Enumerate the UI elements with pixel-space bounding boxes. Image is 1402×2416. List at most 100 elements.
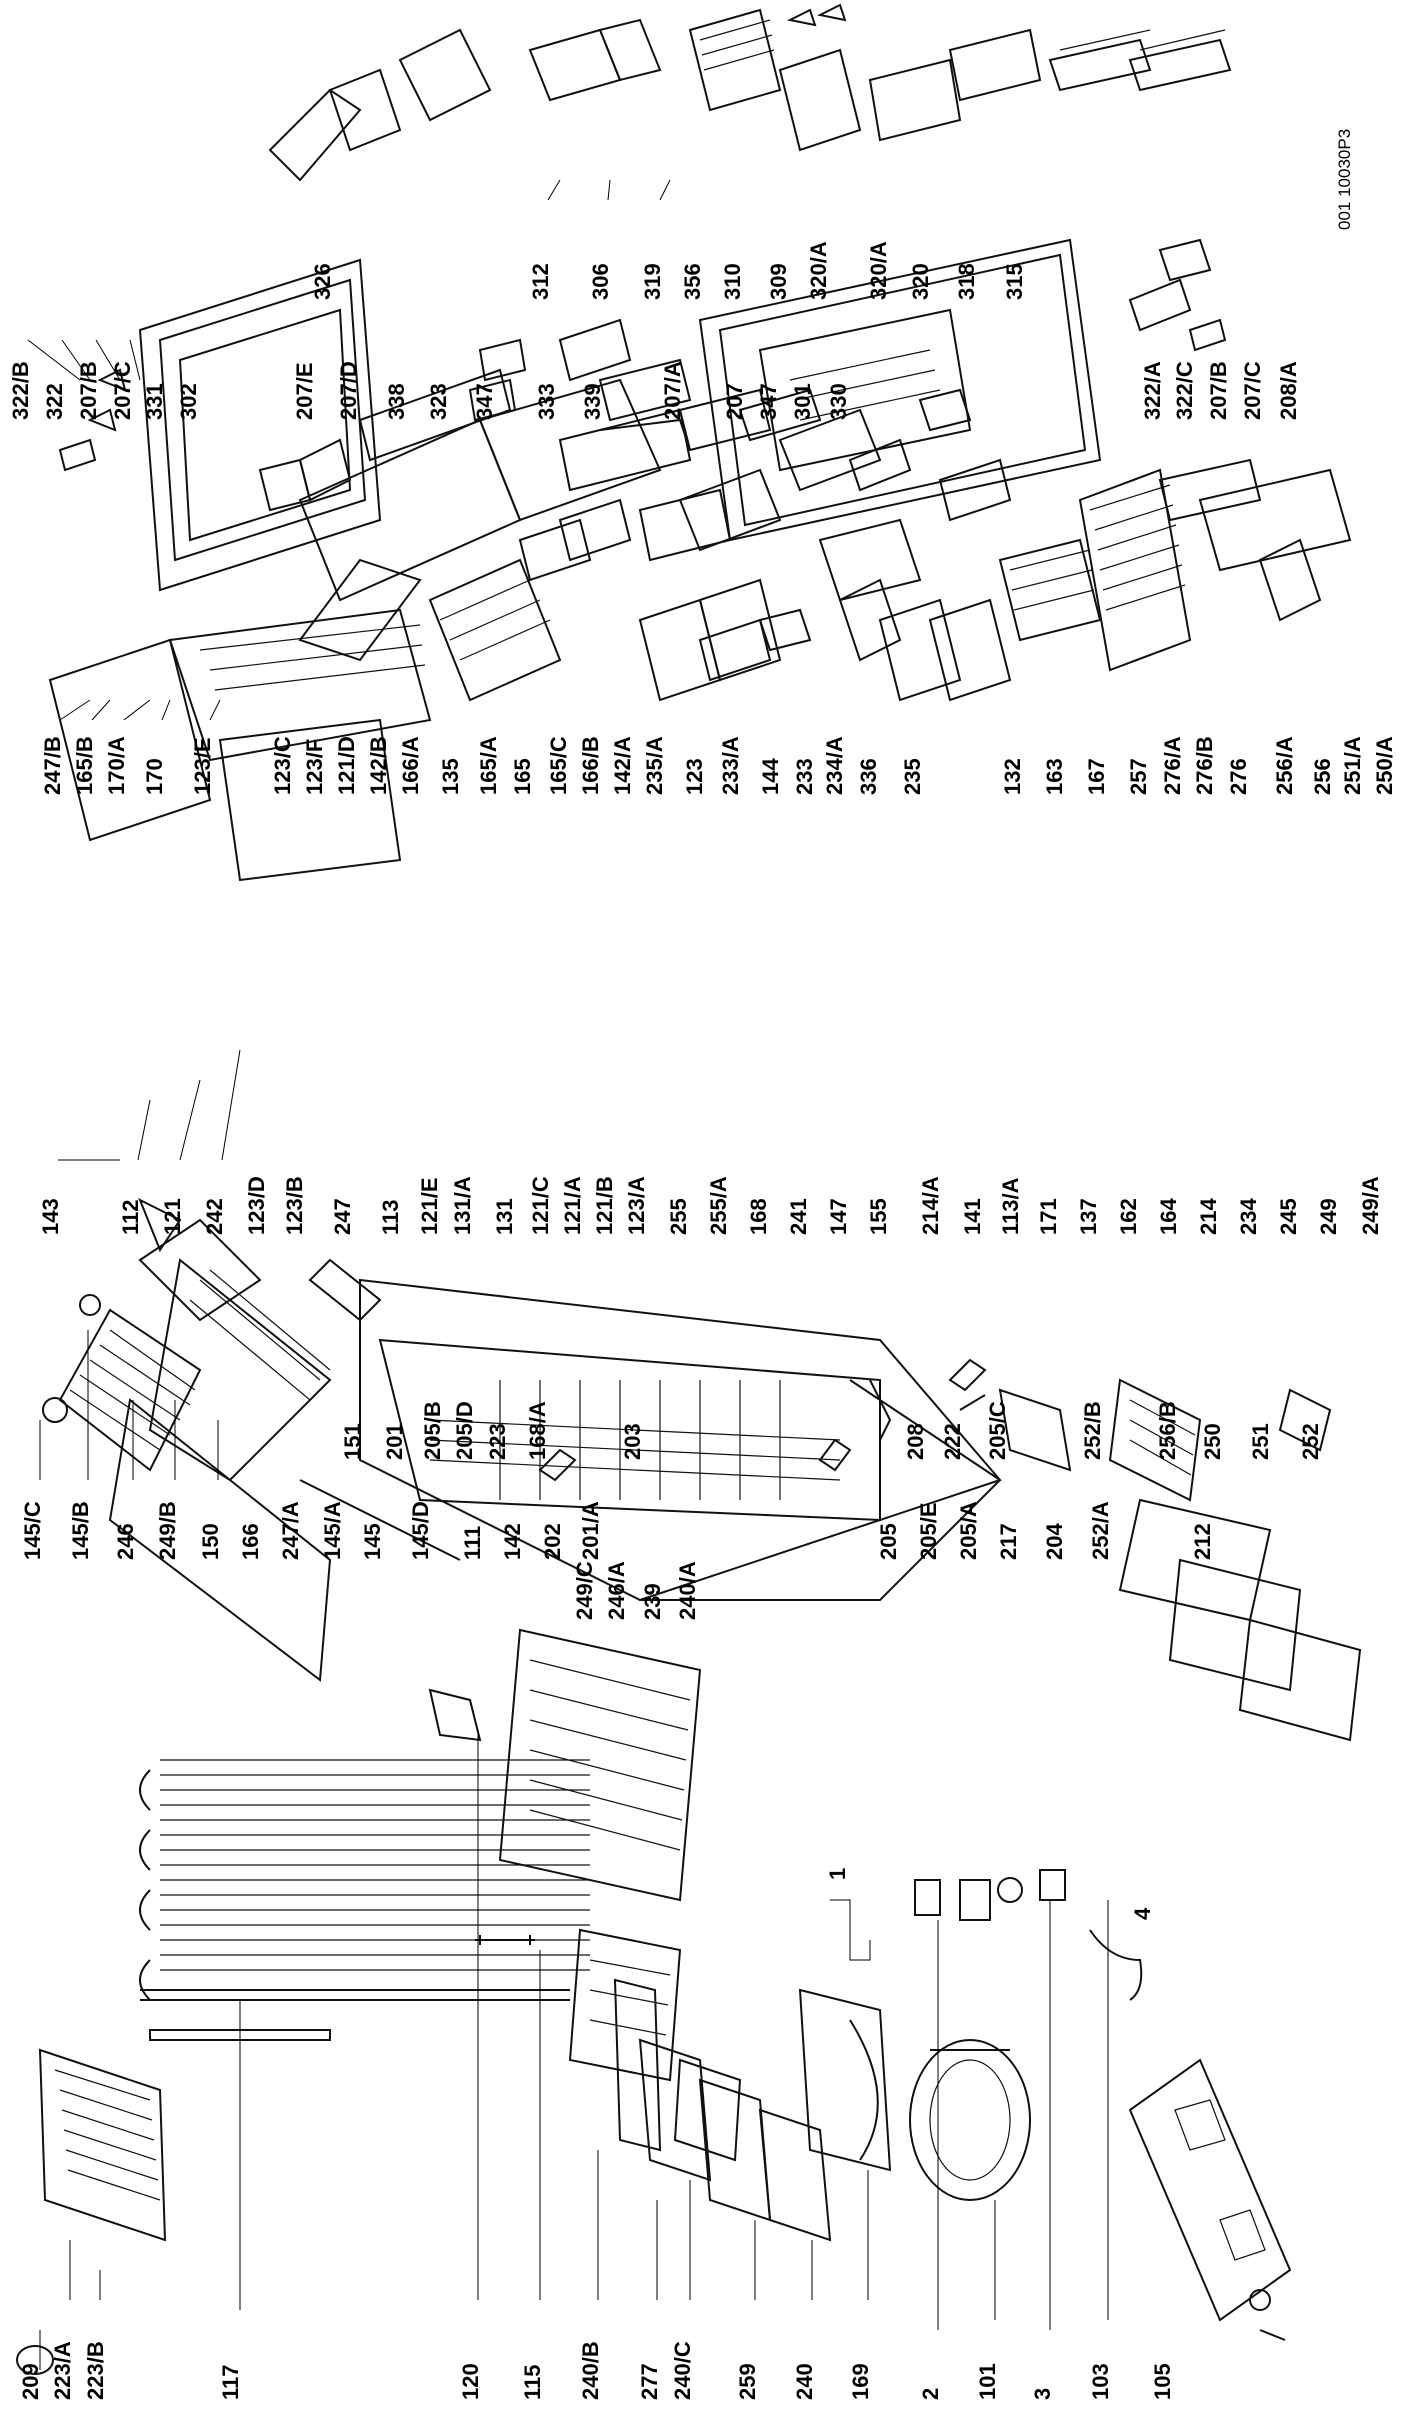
drawing-code: 001 10030P3: [1335, 129, 1354, 230]
label-347-b: 347: [756, 383, 781, 420]
label-101: 101: [975, 2363, 1000, 2400]
label-120: 120: [458, 2363, 483, 2400]
label-208-a: 208/A: [1276, 361, 1301, 420]
lower-middle-shelves: [498, 1628, 1143, 2162]
label-256-b: 256/B: [1155, 1401, 1180, 1460]
label-204: 204: [1042, 1523, 1067, 1560]
label-150: 150: [198, 1523, 223, 1560]
label-256: 256: [1310, 758, 1335, 795]
label-201: 201: [382, 1423, 407, 1460]
label-242: 242: [202, 1198, 227, 1235]
label-214-a: 214/A: [918, 1176, 943, 1235]
shelf-209: [16, 2048, 167, 2375]
label-234-a: 234/A: [822, 736, 847, 795]
label-166-b: 166/B: [578, 736, 603, 795]
label-207-c-2: 207/C: [1240, 361, 1265, 420]
label-347-a: 347: [472, 383, 497, 420]
label-121: 121: [160, 1198, 185, 1235]
label-165-b: 165/B: [72, 736, 97, 795]
label-131-a: 131/A: [450, 1176, 475, 1235]
label-259: 259: [735, 2363, 760, 2400]
label-205-d: 205/D: [452, 1401, 477, 1460]
label-3: 3: [1030, 2388, 1055, 2400]
label-255: 255: [666, 1198, 691, 1235]
label-135: 135: [438, 758, 463, 795]
label-123-c: 123/C: [270, 736, 295, 795]
label-155: 155: [866, 1198, 891, 1235]
cabinet-body: [299, 1278, 1002, 1602]
label-246: 246: [113, 1523, 138, 1560]
label-168-a: 168/A: [525, 1401, 550, 1460]
label-323: 323: [426, 383, 451, 420]
label-252-a: 252/A: [1088, 1501, 1113, 1560]
label-320: 320: [908, 263, 933, 300]
label-356: 356: [680, 263, 705, 300]
label-205-e: 205/E: [916, 1503, 941, 1561]
label-246-a: 246/A: [604, 1561, 629, 1620]
label-141: 141: [960, 1198, 985, 1235]
label-168: 168: [746, 1198, 771, 1235]
label-240-a: 240/A: [675, 1561, 700, 1620]
label-256-a: 256/A: [1272, 736, 1297, 795]
label-319: 319: [640, 263, 665, 300]
label-113: 113: [378, 1200, 403, 1236]
label-239: 239: [640, 1583, 665, 1620]
label-103: 103: [1088, 2363, 1113, 2400]
label-163: 163: [1042, 758, 1067, 795]
label-147: 147: [826, 1198, 851, 1235]
label-309: 309: [766, 263, 791, 300]
label-257: 257: [1126, 758, 1151, 795]
label-123-f: 123/F: [302, 739, 327, 795]
label-205-a: 205/A: [956, 1501, 981, 1560]
label-207-b-2: 207/B: [1206, 361, 1231, 420]
label-203: 203: [620, 1423, 645, 1460]
freezer-door-assembly: [58, 258, 692, 592]
label-117: 117: [218, 2365, 243, 2401]
label-145-d: 145/D: [408, 1501, 433, 1560]
label-251: 251: [1248, 1423, 1273, 1460]
label-312: 312: [528, 263, 553, 300]
part-labels: 209 223/A 223/B 117 120 115 240/B 277 24…: [8, 129, 1397, 2400]
label-207-d: 207/D: [336, 361, 361, 420]
fridge-door-assembly: [698, 238, 1227, 682]
label-276-b: 276/B: [1192, 736, 1217, 795]
label-223-a: 223/A: [50, 2341, 75, 2400]
label-131: 131: [492, 1198, 517, 1235]
label-123-e: 123/E: [190, 738, 215, 796]
label-151: 151: [340, 1423, 365, 1460]
label-322: 322: [42, 383, 67, 420]
label-318: 318: [954, 263, 979, 300]
label-249-c: 249/C: [572, 1561, 597, 1620]
label-145: 145: [360, 1523, 385, 1560]
label-250: 250: [1200, 1423, 1225, 1460]
label-142: 142: [500, 1523, 525, 1560]
label-205-b: 205/B: [420, 1401, 445, 1460]
upper-left-coils: [42, 1197, 382, 1682]
label-320-a-1: 320/A: [806, 241, 831, 300]
label-1: 1: [825, 1868, 850, 1880]
label-145-b: 145/B: [68, 1501, 93, 1560]
label-217: 217: [996, 1523, 1021, 1560]
label-315: 315: [1002, 263, 1027, 300]
label-207-b: 207/B: [76, 361, 101, 420]
label-212: 212: [1190, 1523, 1215, 1560]
label-167: 167: [1084, 758, 1109, 795]
label-223: 223: [485, 1423, 510, 1460]
label-208: 208: [903, 1423, 928, 1460]
label-330: 330: [826, 383, 851, 420]
label-205: 205: [876, 1523, 901, 1560]
right-mid-rails: [558, 388, 1012, 522]
label-252-b: 252/B: [1080, 1401, 1105, 1460]
label-112: 112: [118, 1200, 143, 1236]
lower-left-assembly: [16, 1688, 1292, 2375]
label-162: 162: [1116, 1198, 1141, 1235]
label-276: 276: [1226, 758, 1251, 795]
label-250-a: 250/A: [1372, 736, 1397, 795]
label-322-a: 322/A: [1140, 361, 1165, 420]
label-105: 105: [1150, 2363, 1175, 2400]
label-245: 245: [1276, 1198, 1301, 1235]
label-233: 233: [792, 758, 817, 795]
label-331: 331: [142, 383, 167, 420]
label-235-a: 235/A: [642, 736, 667, 795]
label-145-c: 145/C: [20, 1501, 45, 1560]
